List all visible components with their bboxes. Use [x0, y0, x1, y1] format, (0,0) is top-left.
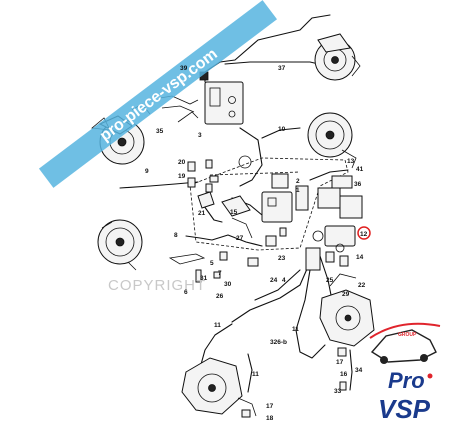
label-1: 1 — [296, 187, 300, 194]
pressure-regulator — [261, 173, 363, 271]
label-34: 34 — [355, 367, 363, 374]
label-11-upper: 11 — [214, 322, 221, 329]
label-14: 14 — [356, 254, 364, 261]
label-31: 31 — [200, 275, 208, 282]
copyright-text: COPYRIGHT — [108, 277, 206, 294]
label-35: 35 — [156, 128, 164, 135]
front-right-disc-brake — [314, 33, 361, 81]
label-17-upper: 17 — [336, 359, 344, 366]
label-19: 19 — [178, 173, 186, 180]
label-39: 39 — [180, 65, 188, 72]
label-16: 16 — [340, 371, 348, 378]
label-41: 41 — [356, 166, 364, 173]
label-12: 12 — [360, 231, 368, 238]
label-3: 3 — [198, 132, 202, 139]
label-326-b: 326-b — [270, 339, 287, 346]
label-2: 2 — [296, 178, 300, 185]
label-10: 10 — [278, 126, 286, 133]
subframe-outline — [189, 157, 349, 251]
label-22: 22 — [358, 282, 366, 289]
label-15: 15 — [230, 209, 238, 216]
label-26: 26 — [216, 293, 224, 300]
part-labels: 39 37 35 3 20 19 10 13 41 2 1 36 9 21 15… — [145, 65, 368, 422]
label-36: 36 — [354, 181, 362, 188]
rear-left-brake-assembly — [181, 357, 347, 418]
logo-vsp-text: VSP — [378, 394, 431, 424]
pro-vsp-logo: GROUP Pro VSP — [369, 322, 441, 424]
label-8: 8 — [174, 232, 178, 239]
label-37: 37 — [278, 65, 286, 72]
label-11-lower: 11 — [252, 371, 259, 378]
label-23: 23 — [278, 255, 286, 262]
label-33: 33 — [334, 388, 342, 395]
valve-block — [199, 71, 244, 125]
label-17-lower: 17 — [266, 403, 274, 410]
rear-left-drum-brake — [97, 219, 143, 271]
label-13: 13 — [347, 158, 355, 165]
label-24: 24 — [270, 277, 278, 284]
label-6: 6 — [184, 289, 188, 296]
label-4: 4 — [282, 277, 286, 284]
highlight-ring — [357, 226, 371, 240]
label-25: 25 — [326, 277, 334, 284]
label-29: 29 — [342, 291, 350, 298]
logo-pro-text: Pro — [388, 368, 425, 393]
label-7: 7 — [218, 270, 222, 277]
label-20: 20 — [178, 159, 186, 166]
label-11-middle: 11 — [292, 326, 299, 333]
logo-group-text: GROUP — [398, 332, 417, 338]
rear-right-brake-assembly — [319, 273, 375, 357]
rear-right-drum-brake — [307, 112, 357, 169]
label-5: 5 — [210, 260, 214, 267]
brake-pipes — [119, 14, 353, 393]
label-27: 27 — [236, 235, 244, 242]
label-9: 9 — [145, 168, 149, 175]
label-30: 30 — [224, 281, 232, 288]
label-18: 18 — [266, 415, 274, 422]
label-21: 21 — [198, 210, 206, 217]
clips-group — [159, 95, 259, 283]
